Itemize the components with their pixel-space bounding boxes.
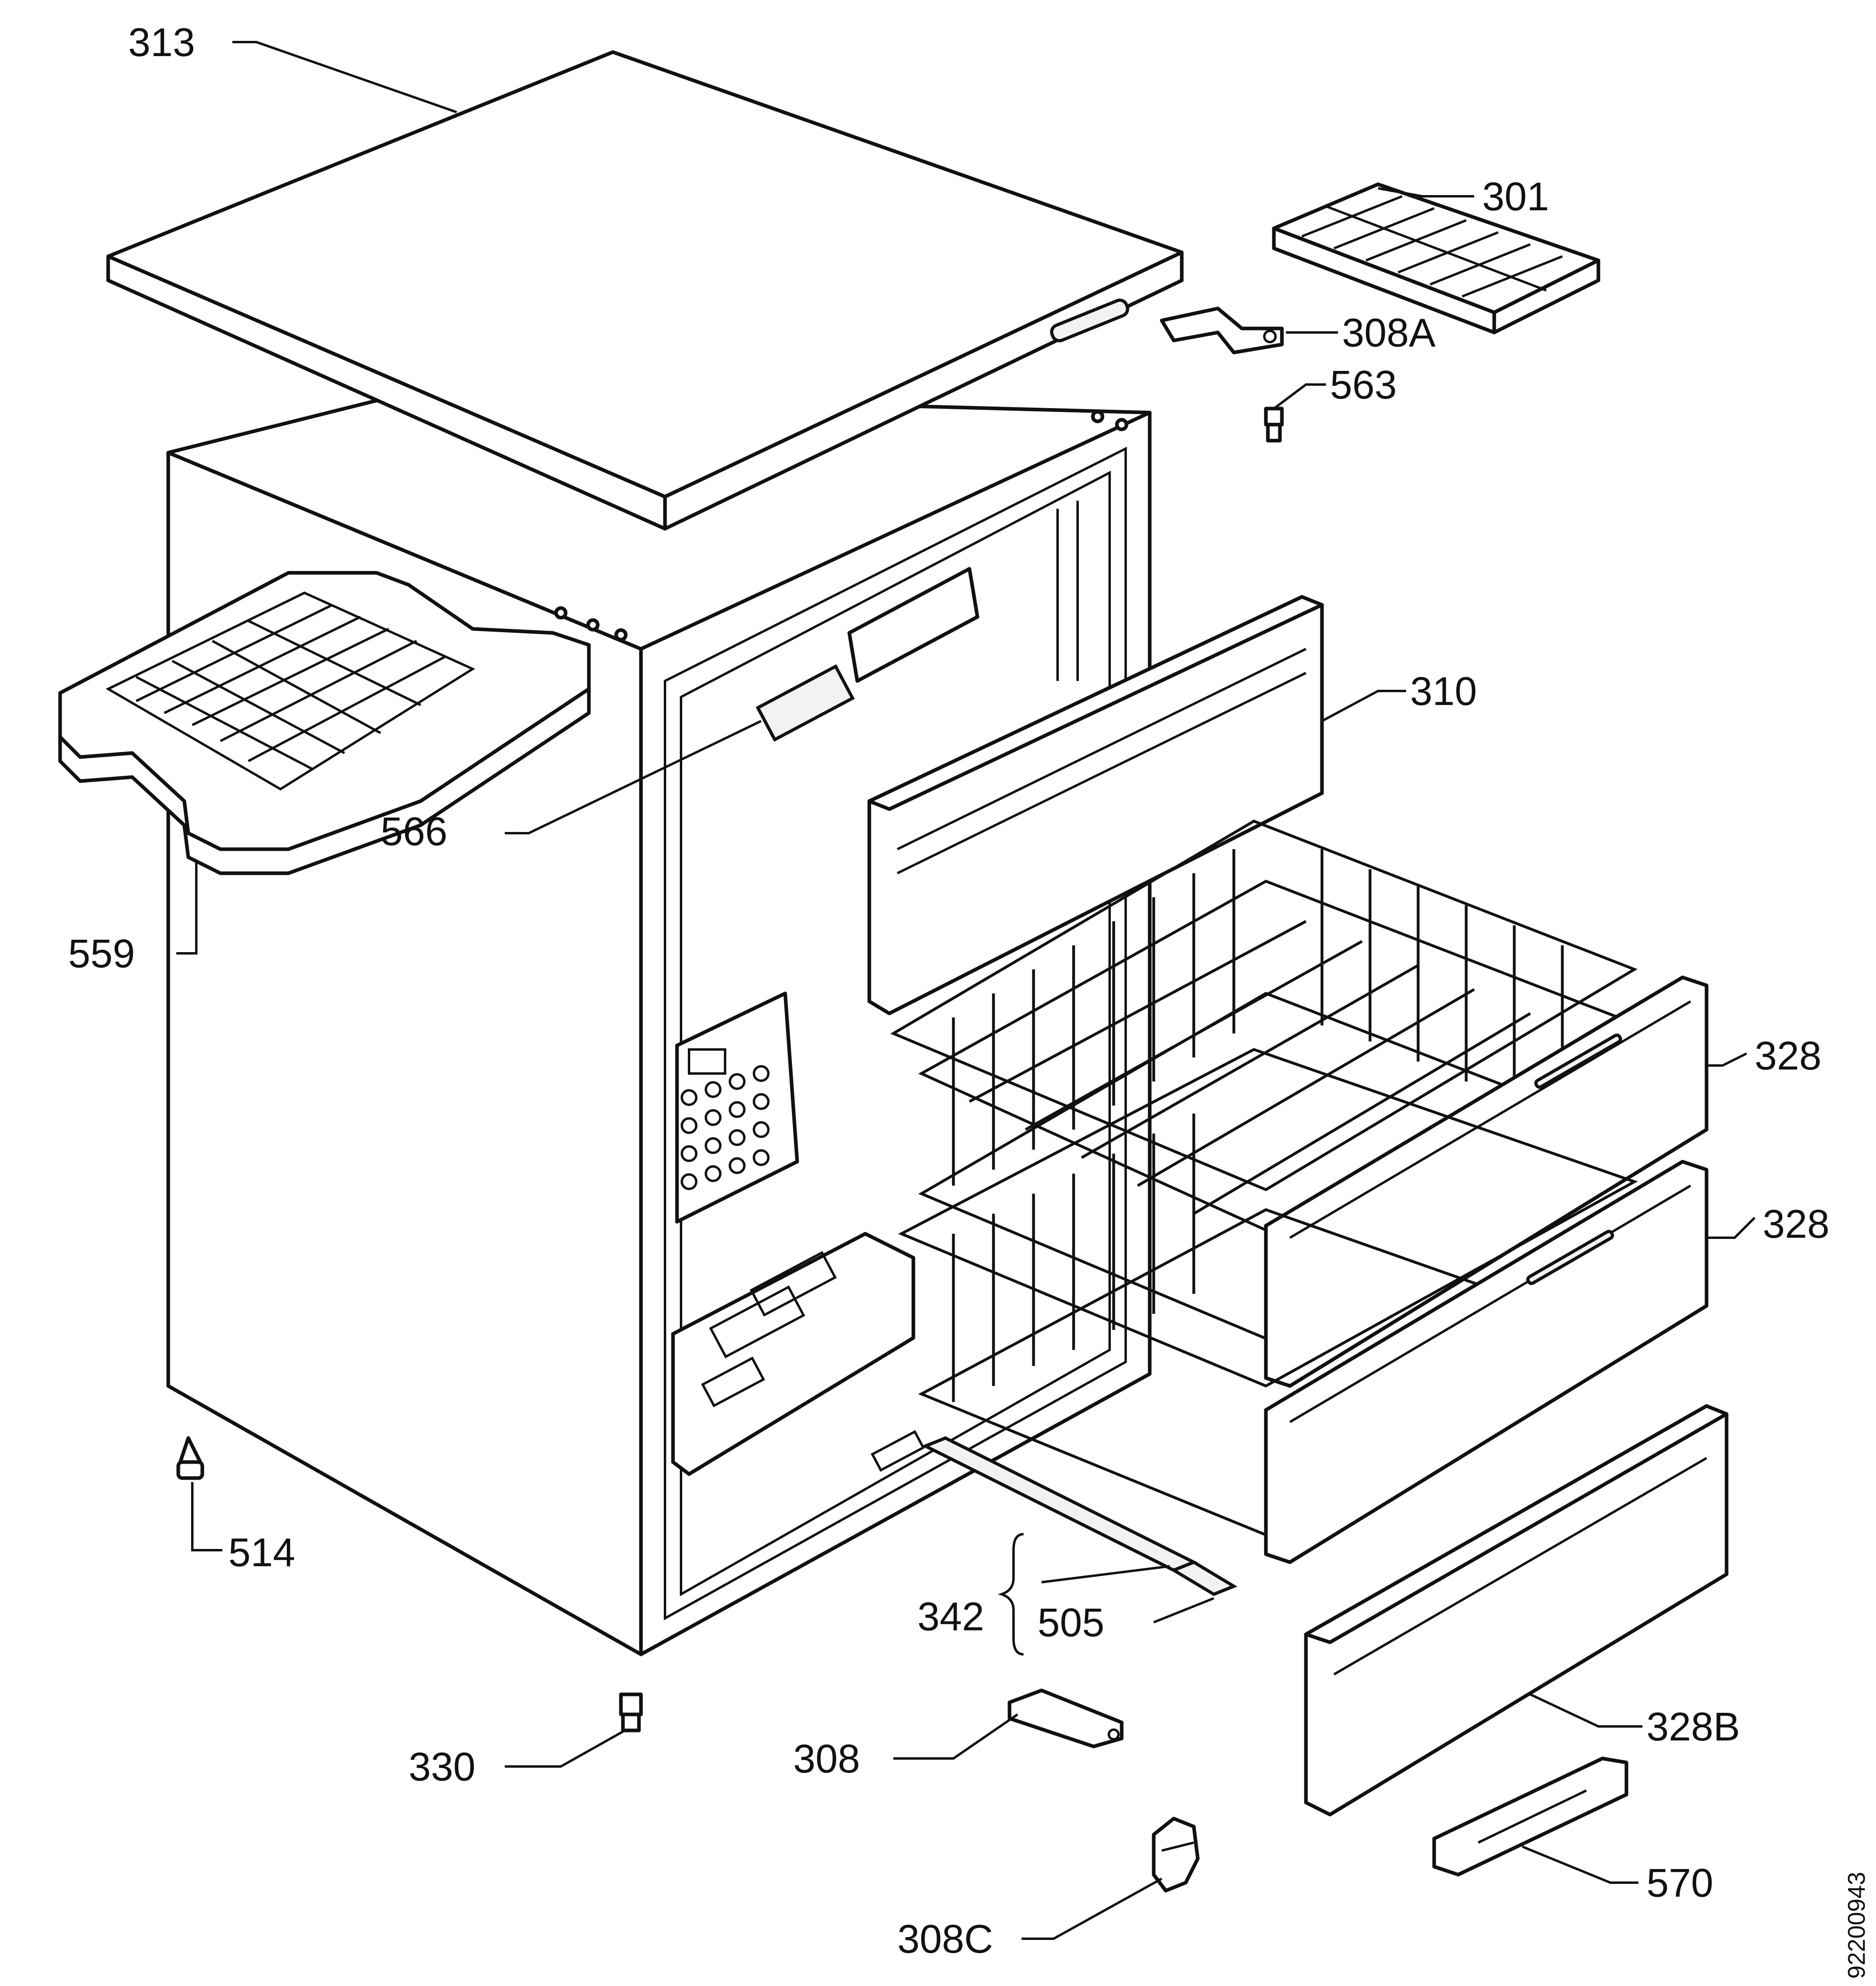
- bracket-part-308: [1008, 1688, 1124, 1748]
- ice-shelf-part-559: [58, 571, 591, 875]
- label-310: 310: [1410, 669, 1477, 714]
- flap-part-310: [867, 595, 1324, 1015]
- label-563: 563: [1330, 363, 1397, 407]
- label-505: 505: [1038, 1600, 1104, 1645]
- upper-basket-part-328: [890, 820, 1709, 1388]
- lid-part-313: [106, 50, 1184, 531]
- label-308a: 308A: [1342, 310, 1436, 355]
- label-328b: 328B: [1646, 1704, 1740, 1749]
- callout-labels: 313 301 308A 563 310 566 559 328 328 514…: [68, 20, 1870, 1979]
- hinge-part-308c: [1152, 1817, 1200, 1893]
- label-308: 308: [793, 1736, 860, 1781]
- label-313: 313: [128, 20, 195, 65]
- handle-part-570: [1432, 1756, 1628, 1877]
- label-570: 570: [1646, 1861, 1713, 1905]
- leader-lines: [176, 41, 1756, 1940]
- drawer-panel-part-328b: [1304, 1404, 1729, 1817]
- ice-tray-part-301: [1272, 182, 1600, 334]
- label-301: 301: [1482, 174, 1549, 219]
- screw-part-563: [1264, 407, 1284, 443]
- label-514: 514: [228, 1530, 295, 1575]
- label-566: 566: [381, 809, 447, 854]
- label-559: 559: [68, 931, 135, 976]
- drawing-number: 92200943: [1843, 1872, 1870, 1979]
- hinge-bracket-part-308a: [1160, 306, 1284, 354]
- lower-basket-part-328: [898, 1048, 1709, 1564]
- label-342: 342: [917, 1594, 984, 1639]
- foot-part-514: [176, 1436, 204, 1480]
- slide-rail-part-342: [921, 1436, 1237, 1596]
- label-330: 330: [409, 1744, 476, 1789]
- screw-part-330: [619, 1692, 643, 1732]
- label-308c: 308C: [897, 1917, 993, 1962]
- label-328-lower: 328: [1763, 1202, 1830, 1247]
- label-328-upper: 328: [1755, 1033, 1822, 1078]
